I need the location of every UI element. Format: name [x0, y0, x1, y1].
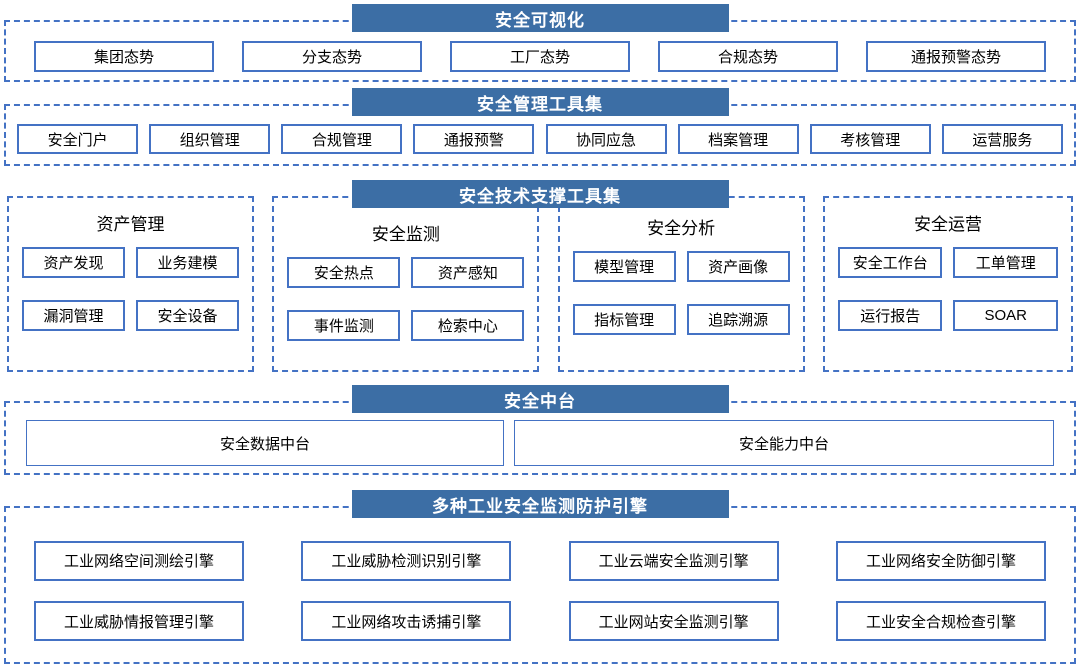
item-box: SOAR — [953, 300, 1058, 331]
section-title: 安全可视化 — [495, 10, 585, 30]
item-box: 工业网络安全防御引擎 — [835, 540, 1046, 581]
group-grid: 资产发现 业务建模 漏洞管理 安全设备 — [22, 247, 239, 331]
engine-row: 工业网络空间测绘引擎 工业威胁检测识别引擎 工业云端安全监测引擎 工业网络安全防… — [34, 540, 1046, 581]
item-box: 档案管理 — [677, 124, 799, 154]
section-management: 安全管理工具集 安全门户 组织管理 合规管理 通报预警 协同应急 档案管理 考核… — [0, 88, 1080, 166]
section-tech-support-body: 资产管理 资产发现 业务建模 漏洞管理 安全设备 安全监测 安全热点 资产感知 … — [0, 196, 1080, 372]
item-box: 考核管理 — [809, 124, 931, 154]
group-grid: 安全热点 资产感知 事件监测 检索中心 — [287, 257, 525, 341]
item-box: 工业威胁检测识别引擎 — [301, 540, 512, 581]
item-box: 工业网站安全监测引擎 — [568, 601, 779, 642]
item-box: 集团态势 — [34, 40, 214, 72]
item-box: 工业网络攻击诱捕引擎 — [301, 601, 512, 642]
section-middle-platform-body: 安全数据中台 安全能力中台 — [4, 401, 1076, 475]
item-box: 合规态势 — [658, 40, 838, 72]
section-visualization: 安全可视化 集团态势 分支态势 工厂态势 合规态势 通报预警态势 — [0, 4, 1080, 82]
item-box: 工业安全合规检查引擎 — [835, 601, 1046, 642]
item-box: 安全热点 — [287, 257, 401, 288]
item-box: 工单管理 — [953, 247, 1058, 278]
group-asset-management: 资产管理 资产发现 业务建模 漏洞管理 安全设备 — [7, 196, 254, 372]
group-security-monitoring: 安全监测 安全热点 资产感知 事件监测 检索中心 — [272, 196, 540, 372]
group-security-operations: 安全运营 安全工作台 工单管理 运行报告 SOAR — [822, 196, 1073, 372]
item-box: 通报预警态势 — [866, 40, 1046, 72]
item-box: 事件监测 — [287, 310, 401, 341]
item-box: 工业威胁情报管理引擎 — [34, 601, 244, 642]
item-box: 检索中心 — [411, 310, 525, 341]
item-box: 资产发现 — [22, 247, 125, 278]
group-title: 安全分析 — [647, 219, 716, 238]
group-title: 安全监测 — [371, 225, 440, 244]
item-box: 协同应急 — [545, 124, 667, 154]
item-box: 模型管理 — [572, 251, 676, 282]
section-visualization-header: 安全可视化 — [351, 4, 729, 32]
group-grid: 安全工作台 工单管理 运行报告 SOAR — [837, 247, 1058, 331]
item-box: 安全数据中台 — [26, 420, 504, 466]
section-tech-support: 安全技术支撑工具集 资产管理 资产发现 业务建模 漏洞管理 安全设备 安全监测 … — [0, 180, 1080, 372]
section-middle-platform-header: 安全中台 — [351, 385, 729, 413]
item-box: 安全设备 — [136, 300, 239, 331]
group-title: 安全运营 — [913, 215, 982, 234]
section-title: 安全技术支撑工具集 — [459, 186, 621, 206]
item-box: 资产画像 — [686, 251, 790, 282]
item-box: 运行报告 — [837, 300, 943, 331]
section-management-header: 安全管理工具集 — [351, 88, 729, 116]
item-box: 安全能力中台 — [514, 420, 1054, 466]
section-title: 多种工业安全监测防护引擎 — [432, 496, 648, 516]
section-engines-header: 多种工业安全监测防护引擎 — [351, 490, 729, 518]
section-title: 安全中台 — [504, 391, 576, 411]
section-title: 安全管理工具集 — [477, 94, 603, 114]
section-management-body: 安全门户 组织管理 合规管理 通报预警 协同应急 档案管理 考核管理 运营服务 — [4, 104, 1076, 166]
item-box: 分支态势 — [242, 40, 422, 72]
item-box: 资产感知 — [411, 257, 525, 288]
item-box: 工业网络空间测绘引擎 — [34, 540, 244, 581]
item-box: 通报预警 — [413, 124, 535, 154]
item-box: 工业云端安全监测引擎 — [568, 540, 779, 581]
section-tech-support-header: 安全技术支撑工具集 — [351, 180, 729, 208]
group-grid: 模型管理 资产画像 指标管理 追踪溯源 — [572, 251, 790, 335]
item-box: 安全门户 — [17, 124, 139, 154]
item-box: 追踪溯源 — [686, 304, 790, 335]
group-title: 资产管理 — [96, 215, 165, 234]
section-engines: 多种工业安全监测防护引擎 工业网络空间测绘引擎 工业威胁检测识别引擎 工业云端安… — [0, 490, 1080, 664]
item-box: 业务建模 — [136, 247, 239, 278]
item-box: 合规管理 — [281, 124, 403, 154]
item-box: 工厂态势 — [450, 40, 630, 72]
engine-row: 工业威胁情报管理引擎 工业网络攻击诱捕引擎 工业网站安全监测引擎 工业安全合规检… — [34, 601, 1046, 642]
item-box: 指标管理 — [572, 304, 676, 335]
item-box: 运营服务 — [941, 124, 1063, 154]
section-middle-platform: 安全中台 安全数据中台 安全能力中台 — [0, 385, 1080, 475]
item-box: 安全工作台 — [837, 247, 943, 278]
section-engines-body: 工业网络空间测绘引擎 工业威胁检测识别引擎 工业云端安全监测引擎 工业网络安全防… — [4, 506, 1076, 664]
group-security-analysis: 安全分析 模型管理 资产画像 指标管理 追踪溯源 — [557, 196, 805, 372]
item-box: 组织管理 — [149, 124, 271, 154]
item-box: 漏洞管理 — [22, 300, 125, 331]
